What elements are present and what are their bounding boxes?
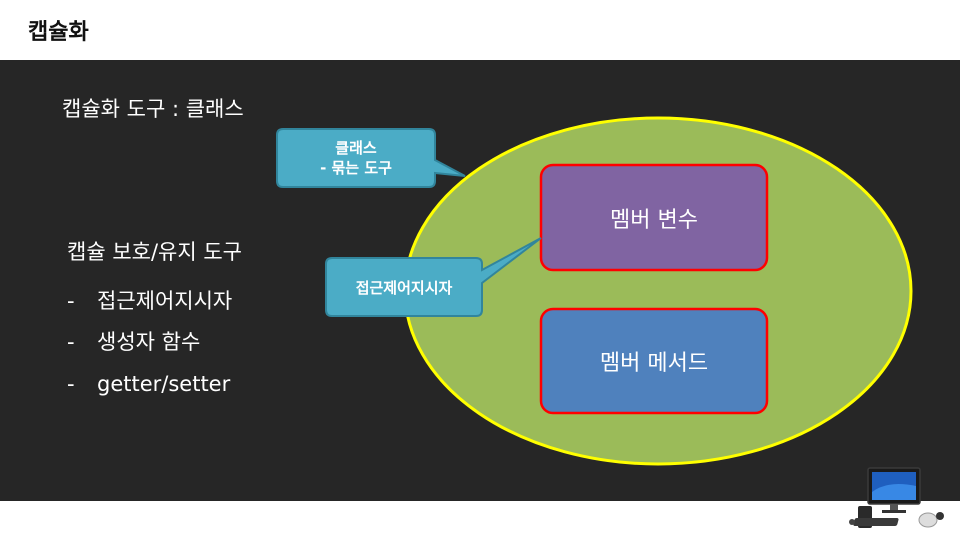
class-callout-line1: 클래스	[335, 139, 377, 157]
class-callout-line2: - 묶는 도구	[320, 159, 392, 177]
protection-title: 캡슐 보호/유지 도구	[67, 240, 242, 264]
bullet-item: -접근제어지시자	[67, 285, 232, 315]
member-variable-label: 멤버 변수	[610, 207, 698, 233]
class-callout	[276, 128, 466, 188]
bullet-getter-setter: getter/setter	[97, 372, 231, 396]
member-variable-box	[539, 163, 769, 272]
bullet-constructor: 생성자 함수	[97, 330, 201, 354]
bullet-dash: -	[67, 289, 75, 313]
bullet-item: -생성자 함수	[67, 326, 200, 356]
bullet-dash: -	[67, 330, 75, 354]
member-method-label: 멤버 메서드	[599, 351, 709, 376]
class-heading: 캡슐화 도구 : 클래스	[62, 97, 244, 121]
access-modifier-callout-text: 접근제어지시자	[355, 278, 453, 297]
class-callout-text: 클래스 - 묶는 도구	[277, 129, 435, 187]
slide-title: 캡슐화	[28, 20, 89, 45]
computer-icon	[849, 467, 944, 528]
member-method-box	[539, 307, 769, 415]
bullet-item: -getter/setter	[67, 372, 230, 396]
access-modifier-callout	[325, 237, 542, 317]
bullet-access-modifier: 접근제어지시자	[97, 289, 233, 313]
bullet-dash: -	[67, 372, 75, 396]
